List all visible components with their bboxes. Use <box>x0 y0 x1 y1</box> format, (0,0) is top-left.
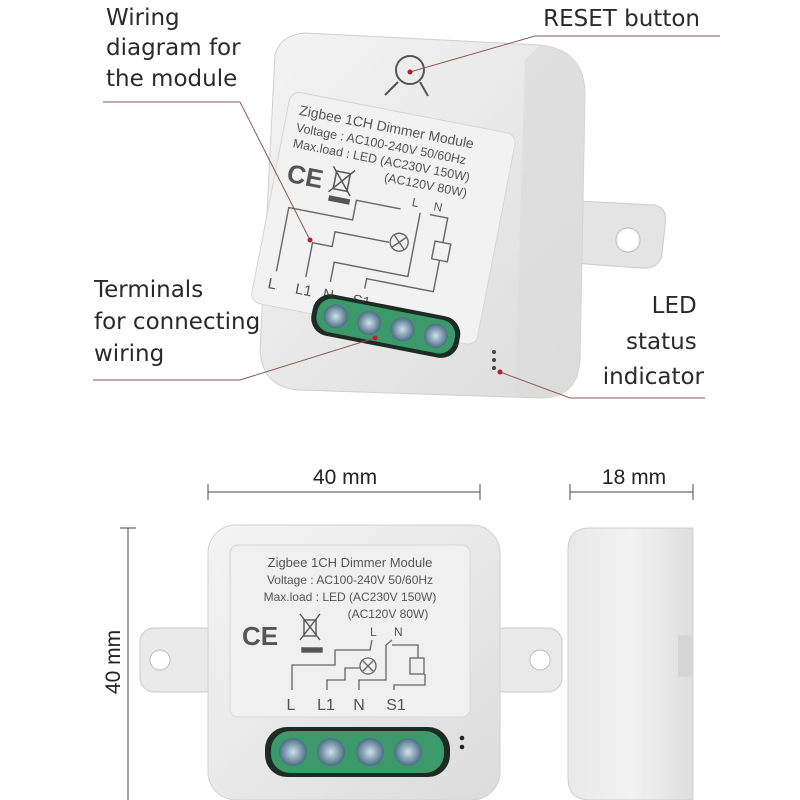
input-l-label: L <box>411 195 421 210</box>
ce-mark: CE <box>285 158 326 194</box>
terminal-block-front <box>265 727 450 777</box>
input-l-label: L <box>370 625 377 639</box>
weee-bin-icon <box>328 165 356 205</box>
ce-mark: CE <box>242 621 278 651</box>
callout-reset-button: RESET button <box>543 6 700 32</box>
terminal-block-top <box>311 294 461 358</box>
terminal-label: S1 <box>386 697 406 714</box>
terminal-label: N <box>353 697 365 714</box>
terminal-label: L1 <box>317 697 335 714</box>
callout-wiring-diagram: Wiring diagram for the module <box>106 5 248 92</box>
mounting-tab <box>559 199 666 269</box>
plate-max-load-2: (AC120V 80W) <box>348 607 429 621</box>
plate-title: Zigbee 1CH Dimmer Module <box>268 555 433 570</box>
callout-dots <box>307 69 503 375</box>
input-n-label: N <box>432 199 443 214</box>
wiring-schematic <box>291 639 426 690</box>
mounting-hole <box>615 227 641 253</box>
terminal-label: L <box>266 275 277 293</box>
reset-button <box>384 55 429 97</box>
plate-max-load: Max.load : LED (AC230V 150W) <box>264 590 437 604</box>
input-n-label: N <box>394 625 403 639</box>
height-dimension: 40 mm <box>102 630 125 694</box>
dimension-lines <box>120 484 694 800</box>
depth-dimension: 18 mm <box>602 466 666 489</box>
wiring-schematic <box>275 199 452 293</box>
callout-terminals: Terminals for connecting wiring <box>93 277 268 367</box>
terminal-label: L1 <box>294 280 314 300</box>
device-perspective-view: Zigbee 1CH Dimmer Module Voltage : AC100… <box>251 32 666 399</box>
led-status-indicator <box>492 350 496 370</box>
device-front-view: Zigbee 1CH Dimmer Module Voltage : AC100… <box>139 524 563 800</box>
callout-led-status: LED status indicator <box>603 293 705 390</box>
right-mounting-tab <box>489 627 563 693</box>
weee-bin-icon <box>299 613 323 653</box>
width-dimension: 40 mm <box>313 466 377 489</box>
device-side-view <box>567 527 694 800</box>
led-status-indicator <box>459 735 465 750</box>
terminal-label: L <box>287 697 296 714</box>
plate-voltage: Voltage : AC100-240V 50/60Hz <box>267 573 433 587</box>
callout-lines <box>93 35 720 399</box>
